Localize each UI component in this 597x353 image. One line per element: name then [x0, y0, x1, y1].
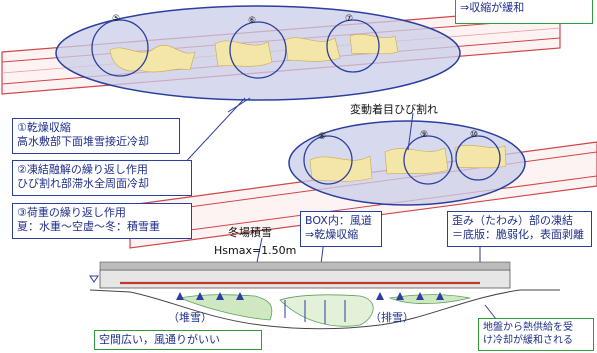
cause-1-box: ①乾燥収縮 高水敷部下面堆雪接近冷却: [12, 118, 180, 154]
marker-8: ⑧: [318, 132, 327, 142]
strain-freeze-note: 歪み（たわみ）部の凍結 ＝底版：脆弱化，表面剥離: [447, 211, 592, 247]
marker-5: ⑤: [112, 14, 121, 24]
marker-10: ⑩: [470, 130, 479, 140]
box-interior-line1: BOX内：風道: [305, 214, 372, 227]
cause-1-title: ①乾燥収縮: [17, 121, 71, 134]
box-interior-note: BOX内：風道 ⇒乾燥収縮: [300, 211, 382, 247]
ground-heat-line1: 地盤から熱供給を受: [483, 322, 573, 333]
right-snow-pile-label: （排雪）: [370, 311, 414, 324]
open-space-text: 空間広い，風通りがいい: [99, 333, 220, 346]
ground-heat-line2: け冷却が緩和される: [483, 335, 573, 346]
shrinkage-relief-note: ⇒収縮が緩和: [455, 0, 593, 24]
box-interior-line2: ⇒乾燥収縮: [305, 228, 359, 241]
cause-2-detail: ひび割れ部滞水全周面冷却: [17, 177, 149, 190]
marker-9: ⑨: [420, 130, 429, 140]
snow-depth: Hsmax=1.50m: [214, 244, 297, 257]
top-section-circles: [91, 19, 380, 79]
cause-3-box: ③荷重の繰り返し作用 夏：水重～空虚～冬：積雪重: [12, 203, 192, 239]
cause-1-detail: 高水敷部下面堆雪接近冷却: [17, 135, 149, 148]
strain-line2: ＝底版：脆弱化，表面剥離: [452, 228, 584, 241]
cause-3-title: ③荷重の繰り返し作用: [17, 206, 126, 219]
crack-focus-label: 変動着目ひび割れ: [350, 103, 438, 116]
middle-crack-map: [309, 144, 507, 182]
strain-line1: 歪み（たわみ）部の凍結: [452, 214, 573, 227]
top-crack-map: [109, 34, 399, 73]
snow-title: 冬場積雪: [228, 226, 272, 239]
cause-2-box: ②凍結融解の繰り返し作用 ひび割れ部滞水全周面冷却: [12, 160, 192, 196]
shrinkage-relief-text: ⇒収縮が緩和: [460, 1, 525, 14]
marker-7: ⑦: [345, 14, 354, 24]
ground-heat-note: 地盤から熱供給を受 け冷却が緩和される: [478, 318, 594, 351]
cause-3-detail: 夏：水重～空虚～冬：積雪重: [17, 220, 160, 233]
left-snow-pile-label: （堆雪）: [168, 311, 212, 324]
cause-2-title: ②凍結融解の繰り返し作用: [17, 163, 148, 176]
marker-6: ⑥: [248, 16, 257, 26]
open-space-note: 空間広い，風通りがいい: [94, 330, 262, 350]
cross-section: [89, 261, 560, 330]
middle-section-circles: [303, 135, 501, 185]
